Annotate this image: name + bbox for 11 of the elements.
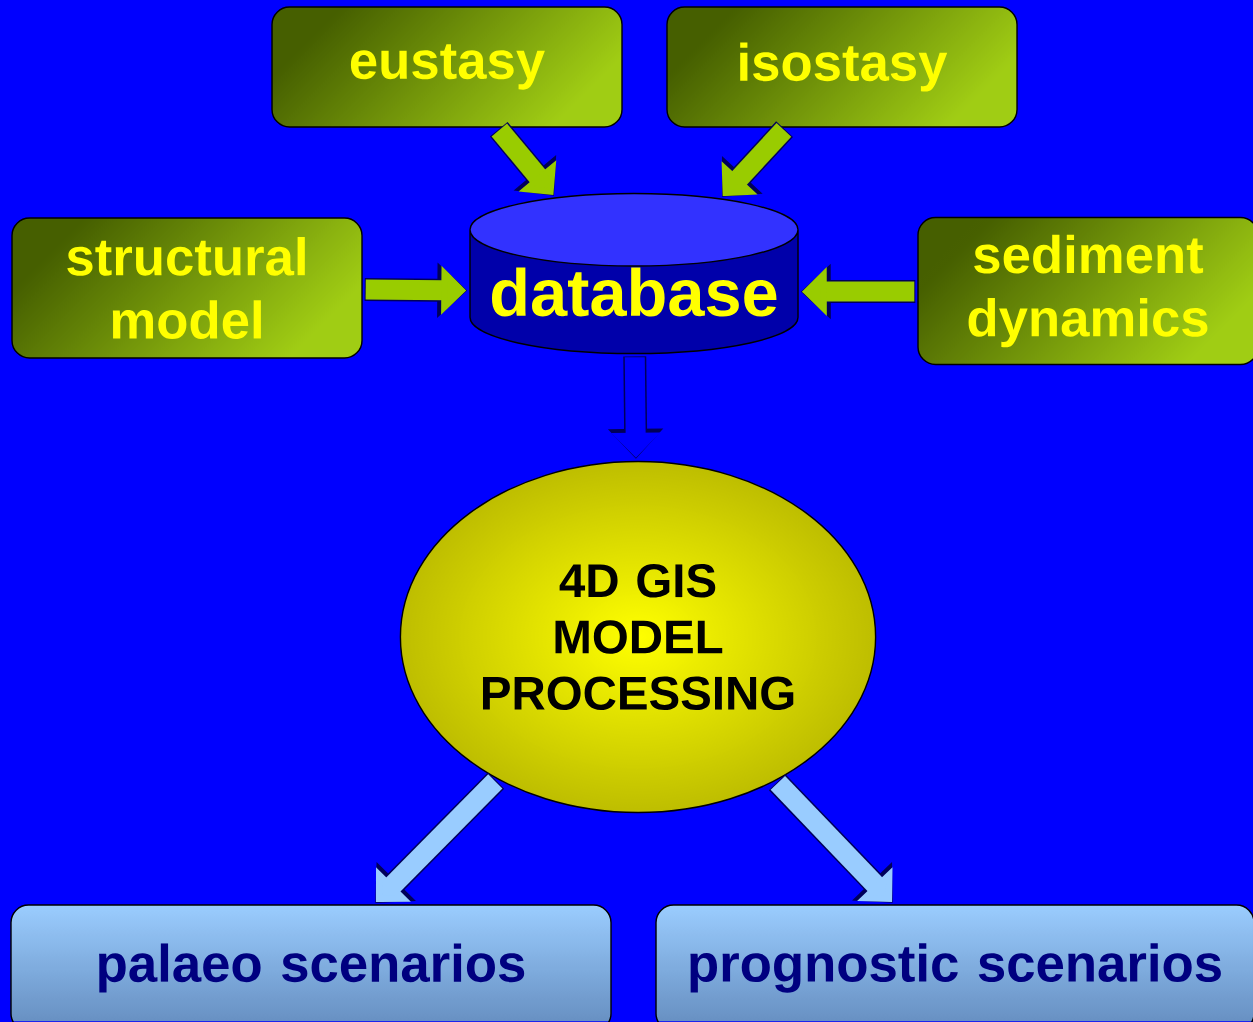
output-box: prognostic scenarios (655, 904, 1253, 1022)
block-arrow (489, 121, 557, 196)
process-box: isostasy (666, 6, 1018, 128)
block-arrow (768, 774, 893, 903)
process-box: structural model (11, 217, 363, 359)
block-arrow (375, 772, 505, 903)
process-box: sediment dynamics (917, 216, 1253, 366)
database-cylinder: database (469, 192, 799, 355)
process-box: eustasy (271, 6, 623, 128)
output-box: palaeo scenarios (10, 904, 612, 1022)
block-arrow (721, 121, 794, 197)
